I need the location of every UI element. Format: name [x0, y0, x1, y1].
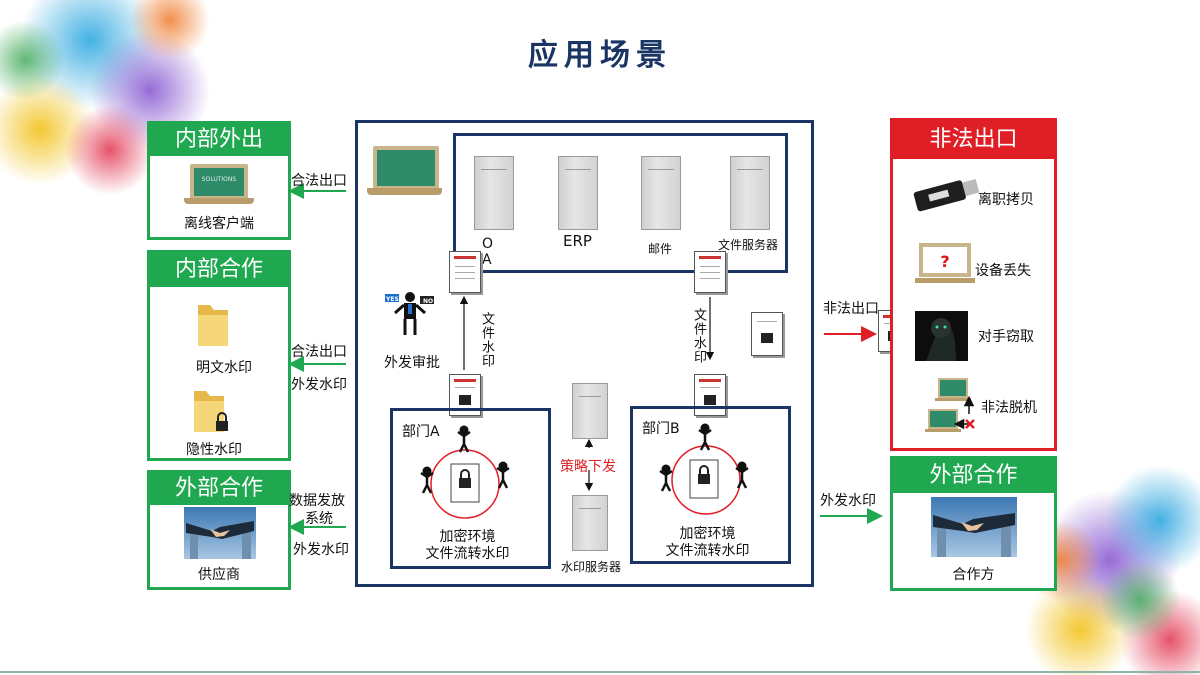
server-cluster-box	[453, 133, 788, 273]
illegal-exit-arrow-label: 非法出口	[823, 301, 879, 317]
dept-b-box	[630, 406, 791, 564]
document-icon	[694, 251, 726, 293]
server-icon	[558, 156, 598, 230]
laptop-question-icon: ?	[915, 243, 975, 283]
laptop-icon	[367, 146, 442, 196]
external-coop-left-header: 外部合作	[150, 473, 288, 505]
outbound-watermark-label-right: 外发水印	[820, 493, 876, 509]
locked-document-icon	[751, 312, 783, 356]
hacker-icon	[915, 311, 968, 361]
laptop-icon: SOLUTIONS	[184, 164, 254, 204]
illegal-exit-panel: 非法出口 离职拷贝 ? 设备丢失 对手窃取 非法脱机	[890, 118, 1057, 451]
dept-b-line1: 加密环境	[679, 526, 736, 542]
dept-a-line1: 加密环境	[439, 529, 496, 545]
illegal-exit-header: 非法出口	[893, 121, 1054, 159]
partner-label: 合作方	[952, 567, 995, 583]
supplier-label: 供应商	[198, 567, 240, 583]
file-watermark-right: 文件水印	[691, 308, 706, 364]
illegal-item-1: 离职拷贝	[978, 192, 1034, 208]
internal-coop-panel: 内部合作 明文水印 隐性水印	[147, 250, 291, 461]
illegal-item-2: 设备丢失	[975, 263, 1031, 279]
file-watermark-left: 文件水印	[479, 312, 494, 368]
server-icon	[572, 383, 608, 439]
external-coop-right-panel: 外部合作 合作方	[890, 456, 1057, 591]
folder-icon	[198, 305, 228, 346]
internal-out-device-label: 离线客户端	[184, 216, 254, 232]
illegal-item-3: 对手窃取	[978, 329, 1034, 345]
erp-label: ERP	[563, 232, 592, 250]
file-server-label: 文件服务器	[718, 238, 779, 252]
external-coop-right-header: 外部合作	[893, 459, 1054, 493]
policy-dispatch-label: 策略下发	[560, 459, 616, 475]
server-icon	[474, 156, 514, 230]
watermark-server-icon	[572, 495, 608, 551]
outbound-watermark-label-1: 外发水印	[291, 377, 347, 393]
locked-document-icon	[694, 374, 726, 416]
offline-laptop-icon	[925, 378, 975, 432]
legal-exit-label-1: 合法出口	[291, 173, 347, 189]
handshake-icon	[931, 497, 1017, 557]
document-icon	[449, 251, 481, 293]
data-distribution-label: 数据发放	[289, 493, 345, 509]
plain-watermark-label: 明文水印	[196, 360, 252, 376]
svg-text:?: ?	[940, 252, 949, 271]
dept-a-label: 部门A	[402, 424, 440, 440]
internal-out-panel: 内部外出 SOLUTIONS 离线客户端	[147, 121, 291, 240]
legal-exit-label-2: 合法出口	[291, 344, 347, 360]
outbound-approval-label: 外发审批	[384, 355, 440, 371]
dept-a-box	[390, 408, 551, 569]
oa-label: O A	[482, 236, 494, 268]
dept-a-line2: 文件流转水印	[425, 546, 510, 562]
external-coop-left-panel: 外部合作 供应商	[147, 470, 291, 590]
server-icon	[641, 156, 681, 230]
handshake-icon	[184, 507, 256, 559]
hidden-watermark-label: 隐性水印	[186, 442, 242, 458]
internal-out-header: 内部外出	[150, 124, 288, 156]
page-title: 应用场景	[528, 38, 672, 73]
data-distribution-system-label: 系统	[305, 511, 333, 527]
mail-label: 邮件	[648, 242, 673, 256]
outbound-watermark-label-2: 外发水印	[293, 542, 349, 558]
approval-no: NO!	[423, 298, 436, 305]
server-icon	[730, 156, 770, 230]
enterprise-boundary	[355, 120, 814, 587]
illegal-item-4: 非法脱机	[981, 400, 1037, 416]
hidden-folder-icon	[194, 391, 228, 432]
approval-yes: YES!	[386, 296, 402, 303]
dept-b-line2: 文件流转水印	[665, 543, 750, 559]
watermark-server-label: 水印服务器	[561, 560, 622, 574]
dept-b-label: 部门B	[642, 421, 680, 437]
internal-coop-header: 内部合作	[150, 253, 288, 287]
usb-icon	[913, 178, 980, 212]
